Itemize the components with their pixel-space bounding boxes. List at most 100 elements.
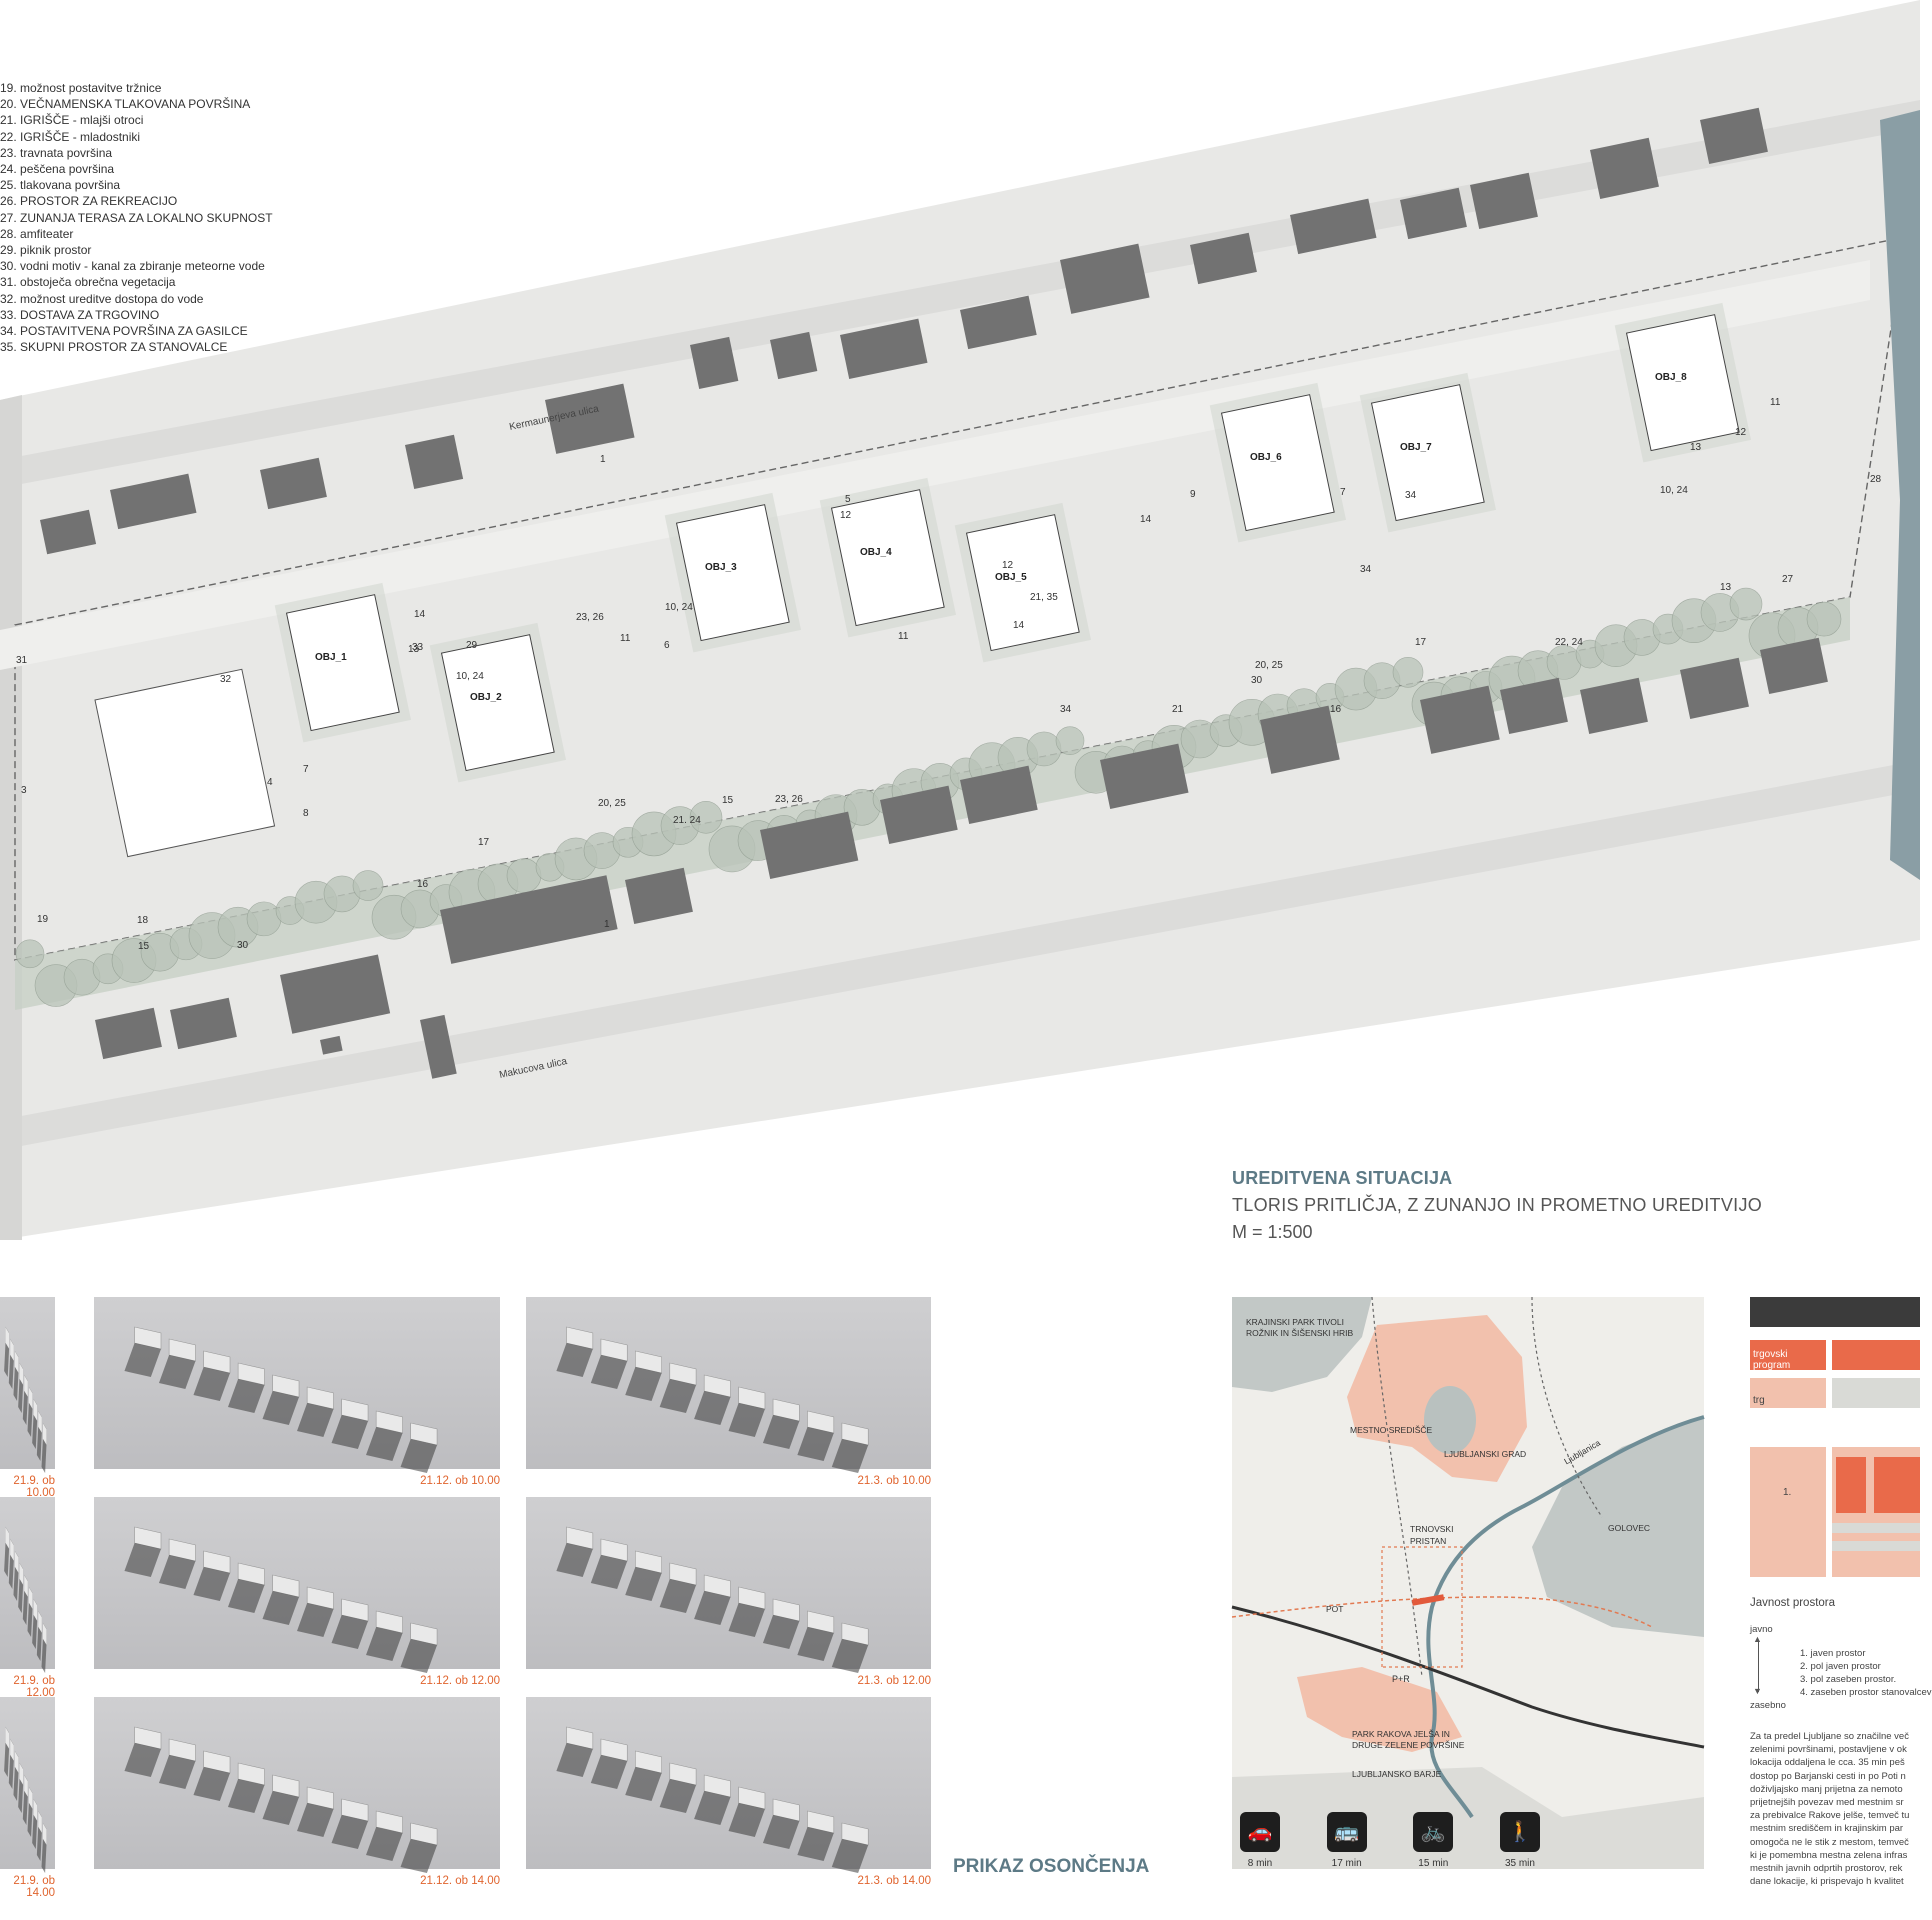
plan-label: 21. 24 <box>673 815 701 826</box>
existing-building <box>625 867 693 925</box>
legend-box-1-label: 1. <box>1783 1487 1792 1498</box>
paragraph-line: prijetnejših povezav med mestnim sr <box>1750 1797 1904 1809</box>
legend-swatch-trg: trg <box>1750 1378 1826 1408</box>
existing-building <box>110 473 197 530</box>
title-main: UREDITVENA SITUACIJA <box>1232 1168 1453 1188</box>
plan-label: 16 <box>417 879 429 890</box>
map-label-trnovski: TRNOVSKI PRISTAN <box>1410 1524 1454 1546</box>
legend-label-trgovski: trgovski program <box>1753 1349 1791 1371</box>
title-scale: M = 1:500 <box>1232 1222 1313 1242</box>
plan-label: 21 <box>1172 704 1184 715</box>
existing-building <box>545 383 635 454</box>
road-b <box>1531 1296 1603 1518</box>
sun-study-caption: 21.12. ob 14.00 <box>420 1875 500 1887</box>
building-footprint <box>1625 314 1740 452</box>
javnost-level: 4. zaseben prostor stanovalcev <box>1800 1687 1932 1698</box>
plan-label: 17 <box>1415 637 1427 648</box>
sun-study-caption: 21.3. ob 10.00 <box>857 1475 931 1487</box>
tree <box>1546 645 1582 680</box>
sun-study-shadows <box>4 1526 47 1673</box>
building-footprint <box>285 594 400 732</box>
existing-building <box>95 1007 162 1060</box>
sun-studies-title: PRIKAZ OSONČENJA <box>953 1856 1150 1877</box>
travel-mode-time: 15 min <box>1418 1858 1449 1869</box>
sun-study: 21.12. ob 10.00 <box>94 1297 500 1487</box>
existing-building <box>319 1035 343 1055</box>
plan-label: 23, 26 <box>576 612 604 623</box>
paragraph-line: za prebivalce Rakove jelše, temveč tu <box>1750 1810 1910 1822</box>
building-label: OBJ_6 <box>1250 452 1282 463</box>
plan-label: 31 <box>16 655 28 666</box>
building-footprint <box>675 504 790 642</box>
railway <box>1231 1605 1705 1749</box>
plan-label: 7 <box>303 764 309 775</box>
plan-label: 11 <box>620 633 631 644</box>
existing-building <box>769 331 818 380</box>
sun-study-shadows <box>124 1526 438 1673</box>
existing-building <box>1059 243 1150 314</box>
sun-study-image <box>526 1697 931 1873</box>
legend-item: 29. piknik prostor <box>0 243 92 258</box>
map-label-pot: POT <box>1326 1604 1344 1614</box>
legend-swatch-grey <box>1832 1378 1920 1408</box>
sun-study: 21.9. ob 14.00 <box>0 1697 55 1899</box>
building-label: OBJ_7 <box>1400 442 1432 453</box>
sun-study-shadows <box>4 1726 47 1873</box>
plan-label: 11 <box>898 631 909 642</box>
legend-item: 31. obstoječa obrečna vegetacija <box>0 275 176 290</box>
plan-label: 6 <box>664 640 670 651</box>
plan-label: 28 <box>1870 474 1882 485</box>
map-label-rakova: PARK RAKOVA JELŠA IN DRUGE ZELENE POVRŠI… <box>1352 1729 1465 1750</box>
plan-label: 14 <box>1013 620 1025 631</box>
plan-label: 32 <box>220 674 232 685</box>
sun-study: 21.9. ob 12.00 <box>0 1497 55 1699</box>
sun-study-image <box>0 1497 55 1673</box>
legend-item: 35. SKUPNI PROSTOR ZA STANOVALCE <box>0 340 228 355</box>
tree <box>689 800 723 834</box>
plan-label: 18 <box>137 915 149 926</box>
javnost-title: Javnost prostora <box>1750 1597 1836 1609</box>
tree <box>15 939 45 969</box>
building-footprint <box>440 634 555 772</box>
plan-label: 13 <box>1690 442 1702 453</box>
sun-study-image <box>526 1497 931 1673</box>
map-label-castle: LJUBLJANSKI GRAD <box>1444 1449 1527 1459</box>
existing-building <box>405 434 464 490</box>
legend-item: 32. možnost ureditve dostopa do vode <box>0 291 204 306</box>
legend-item: 26. PROSTOR ZA REKREACIJO <box>0 194 178 209</box>
pot-path <box>1231 1596 1653 1628</box>
paragraph-line: dostop po Barjanski cesti in po Poti n <box>1750 1770 1906 1782</box>
title-block: UREDITVENA SITUACIJA TLORIS PRITLIČJA, Z… <box>1232 1168 1762 1243</box>
sun-study-shadows <box>124 1326 438 1473</box>
legend-swatch-trgovski-2 <box>1832 1340 1920 1370</box>
building-footprint <box>830 489 945 627</box>
sun-study-image <box>94 1497 500 1673</box>
sun-study-image <box>0 1697 55 1873</box>
legend-item: 27. ZUNANJA TERASA ZA LOKALNO SKUPNOST <box>0 210 273 225</box>
legend-item: 25. tlakovana površina <box>0 178 121 193</box>
building-footprint <box>1220 394 1335 532</box>
paragraph-line: lokacija oddaljena le cca. 35 min peš <box>1750 1757 1905 1769</box>
paragraph-line: zelenimi površinami, postavljene v ok <box>1750 1744 1907 1756</box>
javnost-level: 2. pol javen prostor <box>1800 1661 1881 1672</box>
sun-study-caption: 21.9. ob 14.00 <box>13 1875 55 1899</box>
legend-item: 21. IGRIŠČE - mlajši otroci <box>0 113 144 128</box>
car-icon: 🚗 <box>1240 1812 1280 1852</box>
existing-building <box>1580 677 1648 735</box>
travel-mode-time: 35 min <box>1504 1858 1535 1869</box>
plan-label: 14 <box>414 609 426 620</box>
park-area <box>1232 1297 1372 1392</box>
sun-study-caption: 21.9. ob 12.00 <box>13 1675 55 1699</box>
existing-building <box>260 457 327 510</box>
plan-label: 23, 26 <box>775 794 803 805</box>
ljubljanica-river <box>1426 1415 1705 1819</box>
plan-label: 5 <box>845 494 851 505</box>
plan-label: 1 <box>600 454 606 465</box>
plan-label: 7 <box>1340 487 1346 498</box>
plan-label: 34 <box>1405 490 1417 501</box>
tree <box>1026 731 1062 767</box>
site-plan: OBJ_1OBJ_2OBJ_3OBJ_4OBJ_5OBJ_6OBJ_7OBJ_8… <box>0 0 1920 1240</box>
legend-item: 22. IGRIŠČE - mladostniki <box>0 129 141 144</box>
